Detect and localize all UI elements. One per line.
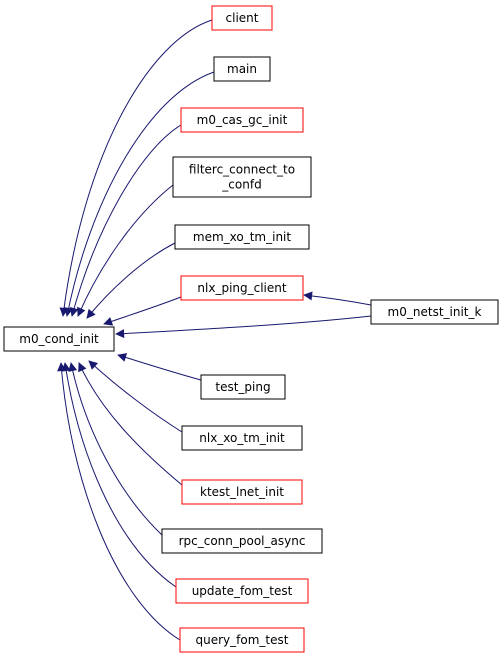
node-update-fom-test[interactable]: update_fom_test (175, 578, 309, 604)
node-test-ping[interactable]: test_ping (200, 374, 286, 400)
call-edge (77, 184, 174, 317)
node-label: m0_cond_init (19, 332, 99, 346)
call-edge (103, 296, 182, 326)
node-box (181, 479, 303, 505)
edge-layer (57, 19, 372, 641)
node-label: test_ping (215, 380, 270, 394)
call-edge (78, 362, 183, 486)
call-edge (303, 291, 372, 306)
node-box (370, 299, 499, 325)
call-edge (57, 362, 181, 641)
call-edge (61, 362, 177, 588)
node-label: mem_xo_tm_init (193, 230, 292, 244)
node-box (3, 326, 115, 352)
node-label: rpc_conn_pool_async (179, 534, 306, 548)
node-label: main (227, 62, 257, 76)
node-box (179, 627, 305, 653)
node-label: nlx_ping_client (197, 281, 286, 295)
node-query-fom-test[interactable]: query_fom_test (179, 627, 305, 653)
call-edge (117, 353, 202, 381)
node-main[interactable]: main (213, 56, 271, 82)
node-box (200, 374, 286, 400)
node-label: update_fom_test (192, 584, 293, 598)
node-box (213, 56, 271, 82)
call-edge (59, 19, 213, 317)
node-client[interactable]: client (211, 5, 273, 31)
node-label: filterc_connect_to (189, 163, 295, 177)
node-box (175, 578, 309, 604)
node-box (211, 5, 273, 31)
node-box (181, 425, 303, 451)
node-nlx-xo-tm-init[interactable]: nlx_xo_tm_init (181, 425, 303, 451)
node-label: ktest_lnet_init (200, 485, 284, 499)
node-nlx-ping-client[interactable]: nlx_ping_client (180, 275, 304, 301)
call-edge (86, 242, 176, 319)
node-ktest-lnet-init[interactable]: ktest_lnet_init (181, 479, 303, 505)
node-rpc-conn-pool-async[interactable]: rpc_conn_pool_async (161, 528, 323, 554)
node-m0-netst-init-k[interactable]: m0_netst_init_k (370, 299, 499, 325)
node-box (172, 156, 312, 198)
node-box (174, 224, 310, 250)
node-label: m0_cas_gc_init (197, 113, 288, 127)
node-label: m0_netst_init_k (388, 305, 482, 319)
node-layer: m0_cond_init client main m0_cas_gc_initfilt… (3, 5, 499, 653)
node-label: client (226, 11, 259, 25)
call-edge (69, 124, 182, 317)
call-edge (88, 360, 183, 433)
call-edge (115, 315, 372, 339)
call-edge (68, 362, 163, 536)
node-box (161, 528, 323, 554)
call-edge (64, 71, 215, 317)
node-label: nlx_xo_tm_init (199, 431, 285, 445)
node-box (180, 275, 304, 301)
node-label: query_fom_test (196, 633, 289, 647)
node-label: _confd (221, 178, 261, 192)
node-m0-cond-init[interactable]: m0_cond_init (3, 326, 115, 352)
node-m0-cas-gc-init[interactable]: m0_cas_gc_init (180, 107, 304, 133)
node-box (180, 107, 304, 133)
node-mem-xo-tm-init[interactable]: mem_xo_tm_init (174, 224, 310, 250)
node-filterc-connect-to-confd[interactable]: filterc_connect_to_confd (172, 156, 312, 198)
